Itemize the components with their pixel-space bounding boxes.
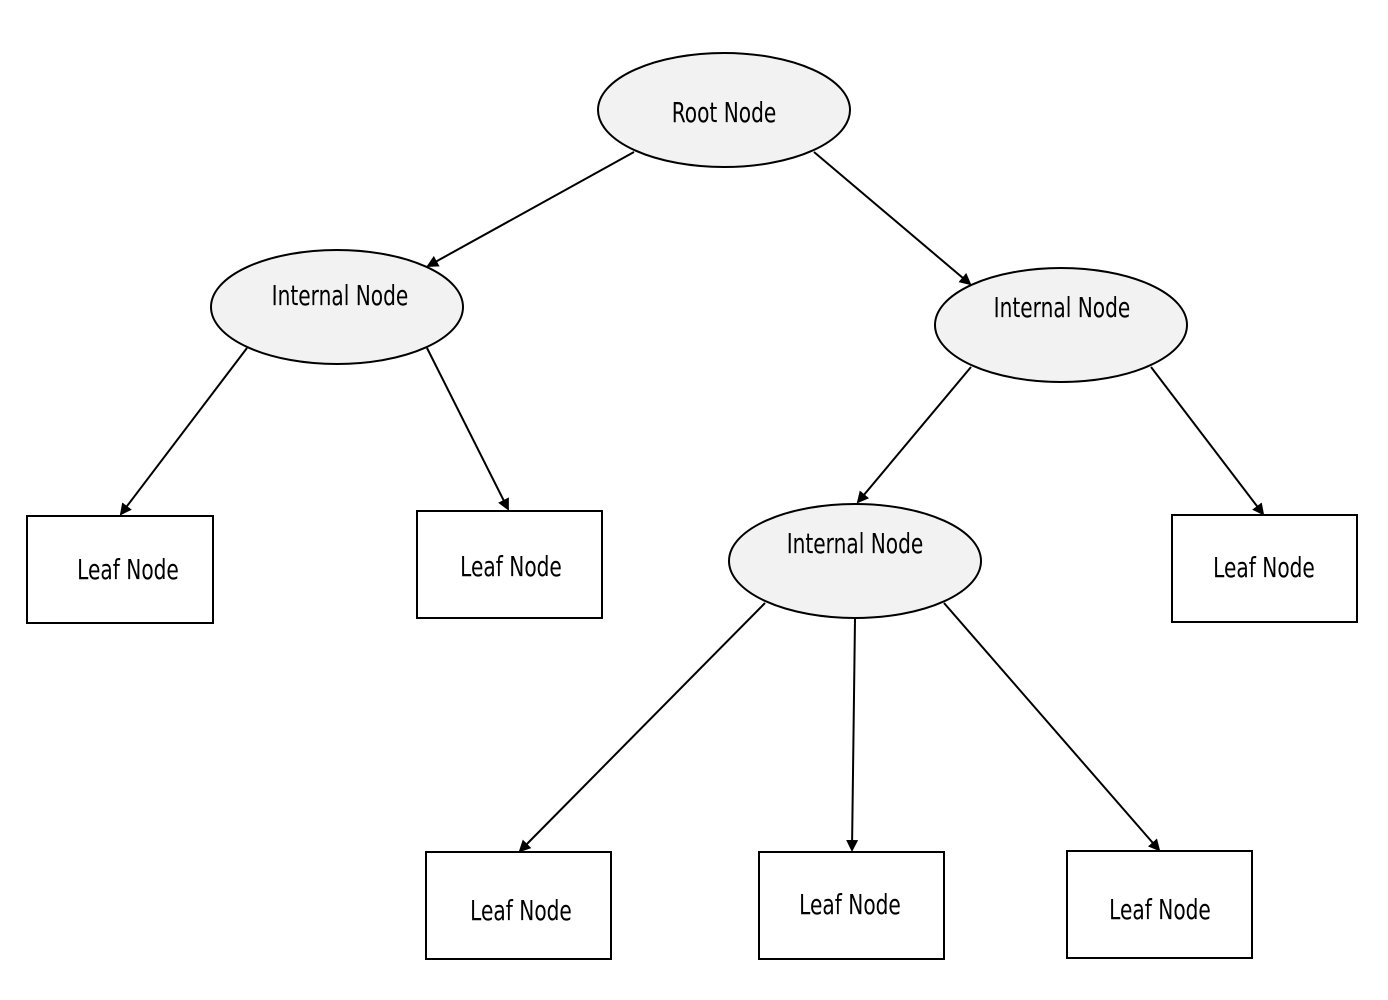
internal-node-left-label: Internal Node: [272, 279, 409, 312]
edge-internal-left-to-leaf-2: [426, 347, 509, 511]
leaf-node-6: Leaf Node: [1066, 850, 1253, 959]
leaf-node-6-shape: [1066, 850, 1253, 959]
edge-root-to-internal-right: [813, 151, 972, 286]
internal-node-right: Internal Node: [934, 267, 1188, 383]
leaf-node-6-label: Leaf Node: [1109, 893, 1211, 926]
leaf-node-5-label: Leaf Node: [799, 888, 901, 921]
leaf-node-5: Leaf Node: [758, 851, 945, 960]
root-node: Root Node: [597, 52, 851, 168]
edge-internal-middle-to-leaf-6: [943, 602, 1161, 852]
internal-node-middle-shape: [728, 503, 982, 619]
internal-node-left: Internal Node: [210, 249, 464, 365]
leaf-node-3-shape: [1171, 514, 1358, 623]
edge-internal-middle-to-leaf-4: [518, 602, 766, 853]
leaf-node-4-label: Leaf Node: [470, 894, 572, 927]
root-node-shape: [597, 52, 851, 168]
edge-internal-right-to-leaf-3: [1150, 366, 1265, 516]
leaf-node-2-shape: [416, 510, 603, 619]
internal-node-right-shape: [934, 267, 1188, 383]
edge-internal-left-to-leaf-1: [119, 347, 248, 516]
leaf-node-2: Leaf Node: [416, 510, 603, 619]
root-node-label: Root Node: [672, 96, 777, 129]
edge-internal-right-to-internal-middle: [856, 366, 972, 504]
leaf-node-3: Leaf Node: [1171, 514, 1358, 623]
leaf-node-3-label: Leaf Node: [1213, 551, 1315, 584]
leaf-node-1: Leaf Node: [26, 515, 214, 624]
leaf-node-4: Leaf Node: [425, 851, 612, 960]
internal-node-right-label: Internal Node: [994, 291, 1131, 324]
leaf-node-2-label: Leaf Node: [460, 550, 562, 583]
internal-node-middle-label: Internal Node: [787, 527, 924, 560]
internal-node-left-shape: [210, 249, 464, 365]
leaf-node-5-shape: [758, 851, 945, 960]
leaf-node-4-shape: [425, 851, 612, 960]
leaf-node-1-label: Leaf Node: [77, 553, 179, 586]
internal-node-middle: Internal Node: [728, 503, 982, 619]
leaf-node-1-shape: [26, 515, 214, 624]
edges: [119, 151, 1265, 853]
edge-root-to-internal-left: [426, 151, 635, 267]
edge-internal-middle-to-leaf-5: [846, 618, 859, 852]
